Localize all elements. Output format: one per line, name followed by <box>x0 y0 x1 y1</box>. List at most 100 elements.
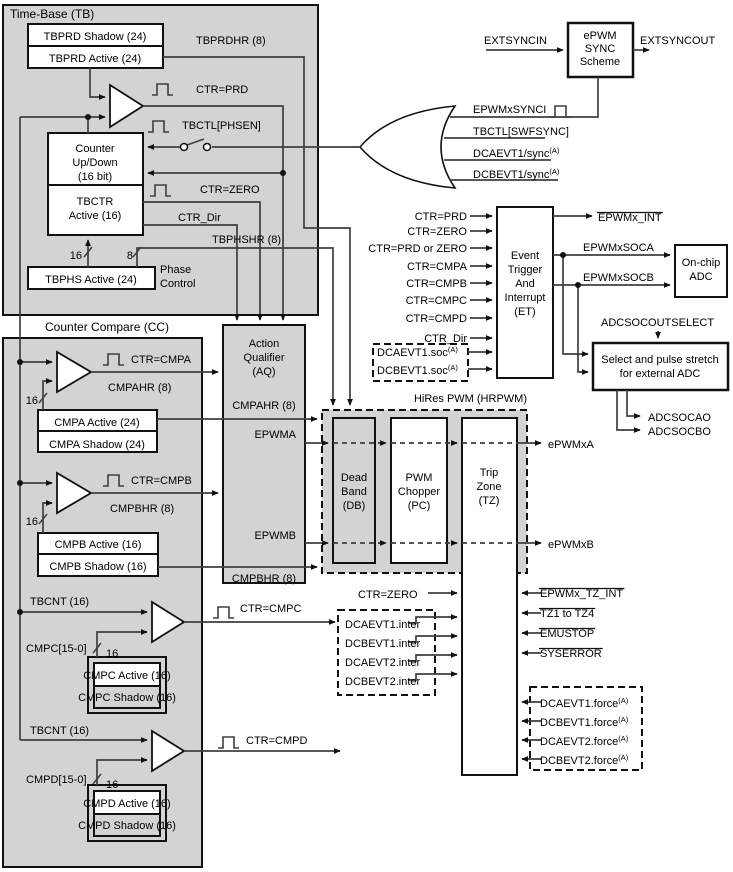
et-in-label-4: CTR=CMPA <box>407 261 468 273</box>
aq-label-1: Action <box>249 338 280 350</box>
counter-label-1: Counter <box>75 143 114 155</box>
event-trigger-box <box>496 206 554 379</box>
dcbevt1-inter-label: DCBEVT1.inter <box>345 638 421 650</box>
epwmxsoca-label: EPWMxSOCA <box>583 242 655 254</box>
et-label-3: And <box>515 278 535 290</box>
db-label-1: Dead <box>341 472 367 484</box>
sync-scheme-label-3: Scheme <box>580 56 620 68</box>
wire-dcaevt1-inter-stub <box>408 614 458 624</box>
cmpd-range-label: CMPD[15-0] <box>26 774 87 786</box>
wire-ctr-dir-route <box>143 224 240 321</box>
cmpc-shadow-box <box>93 685 161 709</box>
tbcnt-d-label: TBCNT (16) <box>30 725 89 737</box>
phsen-switch-contact-a <box>179 142 189 152</box>
tbphshr-label: TBPHSHR (8) <box>212 234 281 246</box>
cmpa-comparator <box>56 350 93 394</box>
wire-soca-branch <box>562 255 589 357</box>
soc-dashed-box <box>372 343 469 382</box>
tbctr-label-2: Active (16) <box>69 210 122 222</box>
cmpc-outer-box <box>87 656 167 714</box>
action-qualifier-block <box>222 324 306 584</box>
epwmx-int-label: EPWMx_INT <box>598 212 662 224</box>
adcsocao-label: ADCSOCAO <box>648 412 711 424</box>
junction-dot-6 <box>17 609 23 615</box>
tbphs-active-box <box>27 266 156 290</box>
junction-dot-1 <box>280 170 286 176</box>
cmpd-comparator <box>151 729 186 773</box>
et-label-1: Event <box>511 250 539 262</box>
wire-cmpb-16-line <box>42 500 53 533</box>
aq-label-2: Qualifier <box>244 352 285 364</box>
tbprd-shadow-label: TBPRD Shadow (24) <box>44 31 147 43</box>
cmpc-comparator <box>151 600 186 644</box>
select-pulse-stretch-box <box>591 341 730 392</box>
wire-dcbevt2-inter-stub <box>408 671 458 681</box>
epwm-sync-scheme-box <box>566 21 635 79</box>
tbcnt-c-label: TBCNT (16) <box>30 596 89 608</box>
pulse-icon-6 <box>213 606 234 619</box>
force-dashed-box <box>529 686 643 771</box>
adcsocoutselect-label: ADCSOCOUTSELECT <box>601 317 714 329</box>
hrpwm-title: HiRes PWM (HRPWM) <box>414 393 527 405</box>
et-in-label-1: CTR=PRD <box>415 211 467 223</box>
junction-dot-2 <box>560 252 566 258</box>
cmpbhr-cc-label: CMPBHR (8) <box>110 503 174 515</box>
extsyncin-label: EXTSYNCIN <box>484 35 547 47</box>
cmpb-16-label: 16 <box>26 516 38 528</box>
cmpahr-aq-label: CMPAHR (8) <box>232 400 295 412</box>
emustop-label: EMUSTOP <box>540 628 594 640</box>
epwmxa-label: ePWMxA <box>548 439 595 451</box>
wire-ctr-zero-route <box>143 201 263 321</box>
tz-label-1: Trip <box>480 467 499 479</box>
junction-dot-3 <box>575 282 581 288</box>
cmpa-16-label: 16 <box>26 395 38 407</box>
counter-compare-title: Counter Compare (CC) <box>45 320 169 334</box>
epwmxsocb-label: EPWMxSOCB <box>583 272 654 284</box>
dcbevt1-force-label: DCBEVT1.force(A) <box>540 715 629 729</box>
inter-dashed-box <box>337 609 436 696</box>
bus-slash-3 <box>38 513 48 525</box>
wire-cmpd-16-line <box>96 757 148 785</box>
adc-label-1: On-chip <box>682 257 721 269</box>
ctr-cmpc-label: CTR=CMPC <box>240 603 301 615</box>
cmpd-active-label: CMPD Active (16) <box>83 798 170 810</box>
wire-adcsocao-line <box>626 390 641 419</box>
et-in-label-7: CTR=CMPD <box>406 313 467 325</box>
pulse-icon-4 <box>103 353 124 366</box>
wire-tbprdhr-route <box>163 56 353 406</box>
tbprd-active-label: TBPRD Active (24) <box>49 53 141 65</box>
phsen-switch-contact-b <box>202 142 212 152</box>
cmpc-16-label: 16 <box>106 648 118 660</box>
et-label-4: Interrupt <box>505 292 546 304</box>
db-label-3: (DB) <box>343 500 366 512</box>
tbctr-active-box <box>47 184 144 236</box>
tb-8-label: 8 <box>127 250 133 262</box>
tbctl-swfsync-label: TBCTL[SWFSYNC] <box>473 126 569 138</box>
wire-dcaevt2-inter-stub <box>408 652 458 662</box>
tb-comparator <box>109 83 145 129</box>
epwmb-label: EPWMB <box>254 530 296 542</box>
dcbevt1-soc-label: DCBEVT1.soc(A) <box>377 363 458 377</box>
epwmx-tz-int-label: EPWMx_TZ_INT <box>540 588 623 600</box>
tbphs-active-label: TBPHS Active (24) <box>45 274 137 286</box>
dcaevt1-soc-label: DCAEVT1.soc(A) <box>377 345 458 359</box>
dcaevt2-force-label: DCAEVT2.force(A) <box>540 734 629 748</box>
tbctl-phsen-label: TBCTL[PHSEN] <box>182 120 261 132</box>
cmpd-outer-box <box>87 784 167 842</box>
trip-zone-box <box>461 417 518 776</box>
wire-tbprd-to-comparator <box>89 68 106 100</box>
cmpahr-cc-label: CMPAHR (8) <box>108 382 171 394</box>
pulse-icon-2 <box>150 184 171 197</box>
cmpb-shadow-box <box>37 553 159 577</box>
tz-label-2: Zone <box>476 481 501 493</box>
pc-label-1: PWM <box>406 472 433 484</box>
pc-label-2: Chopper <box>398 486 441 498</box>
et-label-5: (ET) <box>514 306 535 318</box>
ctr-cmpb-label: CTR=CMPB <box>131 475 192 487</box>
cmpc-range-label: CMPC[15-0] <box>26 643 87 655</box>
tz1-tz4-label: TZ1 to TZ4 <box>540 608 594 620</box>
aq-label-3: (AQ) <box>252 366 275 378</box>
junction-dot-0 <box>85 114 91 120</box>
junction-dot-5 <box>17 480 23 486</box>
